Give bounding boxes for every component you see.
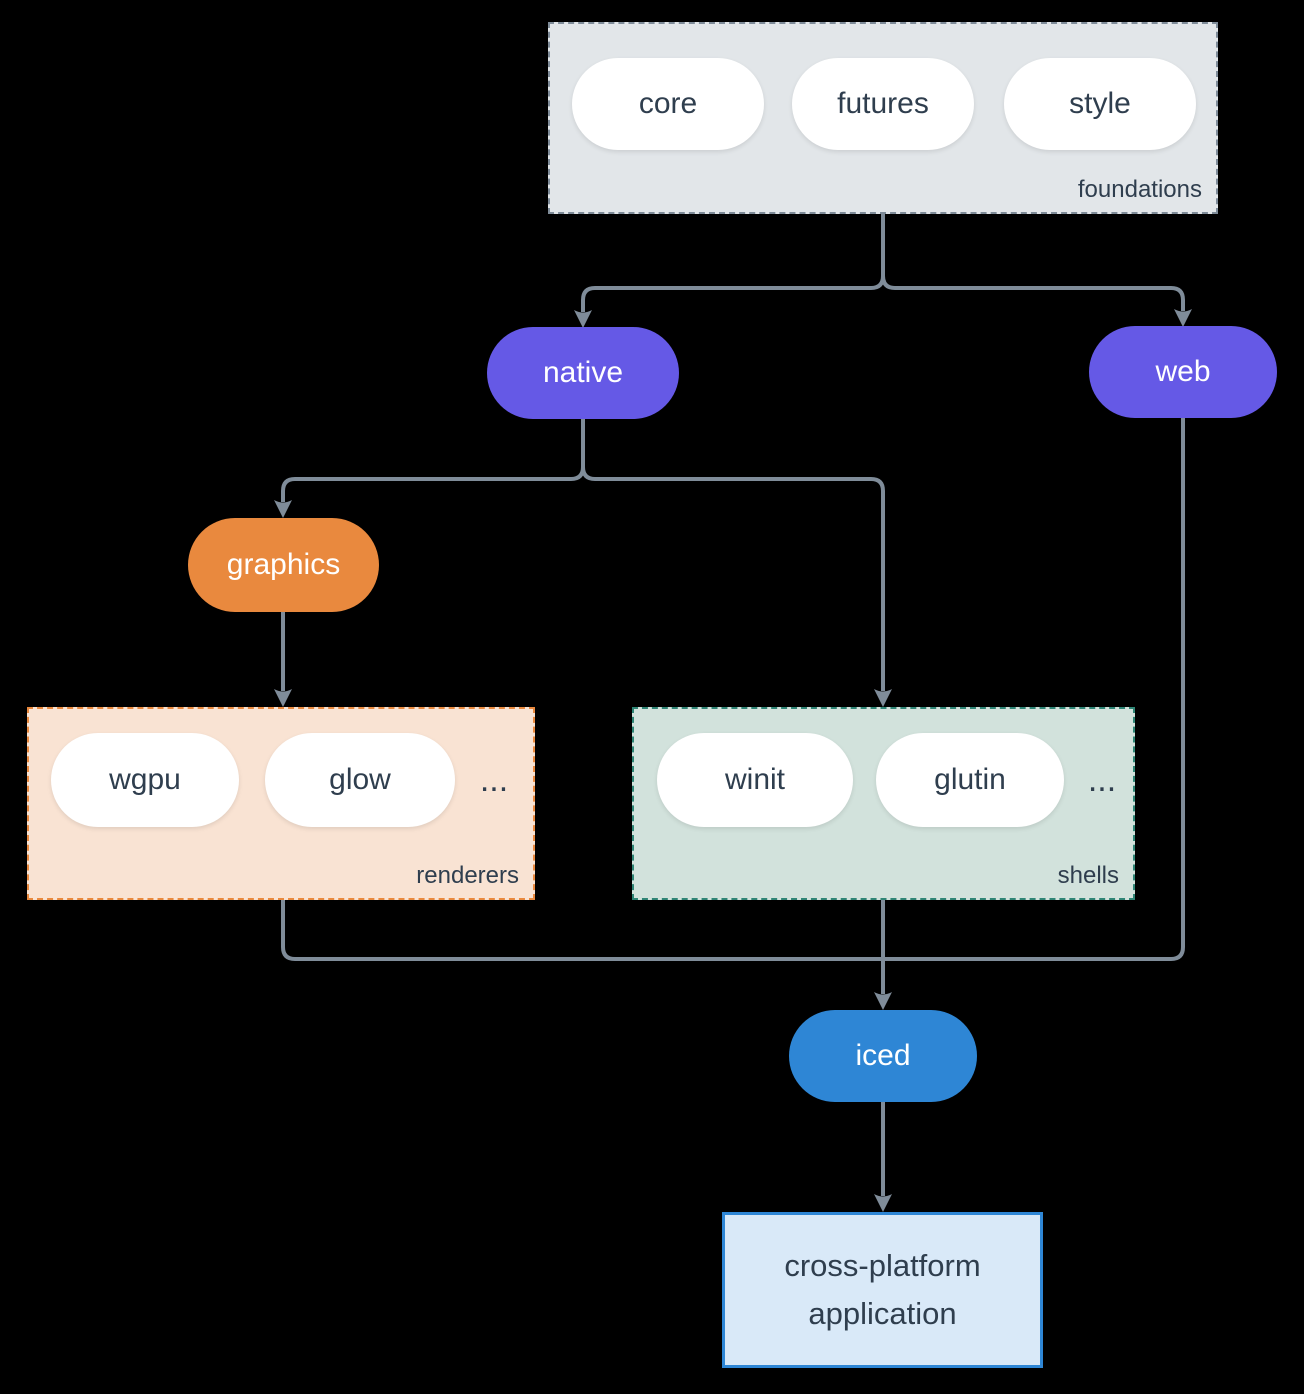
edge-native-graphics bbox=[274, 419, 585, 518]
group-renderers-label: renderers bbox=[416, 862, 519, 889]
group-foundations-label: foundations bbox=[1077, 176, 1202, 203]
node-web: web bbox=[1089, 326, 1277, 418]
renderers-ellipsis: ... bbox=[479, 760, 509, 799]
node-graphics: graphics bbox=[188, 518, 379, 612]
edge-foundations-native bbox=[574, 214, 885, 328]
group-shells-label: shells bbox=[1057, 862, 1119, 889]
edge-foundations-web bbox=[881, 214, 1192, 327]
node-glow: glow bbox=[265, 733, 455, 827]
edge-web-iced bbox=[883, 418, 1185, 961]
node-wgpu: wgpu bbox=[51, 733, 239, 827]
node-glutin: glutin bbox=[876, 733, 1064, 827]
shells-ellipsis: ... bbox=[1087, 760, 1117, 799]
node-futures: futures bbox=[792, 58, 974, 150]
edge-renderers-iced bbox=[281, 900, 883, 961]
node-core: core bbox=[572, 58, 764, 150]
group-renderers: wgpu glow ... renderers bbox=[27, 707, 535, 900]
node-cross-platform-application: cross-platform application bbox=[722, 1212, 1043, 1368]
edge-native-shells bbox=[581, 419, 892, 707]
group-foundations: core futures style foundations bbox=[548, 22, 1218, 214]
group-shells: winit glutin ... shells bbox=[632, 707, 1135, 900]
node-style: style bbox=[1004, 58, 1196, 150]
node-winit: winit bbox=[657, 733, 853, 827]
node-native: native bbox=[487, 327, 679, 419]
application-label: cross-platform application bbox=[784, 1247, 981, 1331]
node-iced: iced bbox=[789, 1010, 977, 1102]
